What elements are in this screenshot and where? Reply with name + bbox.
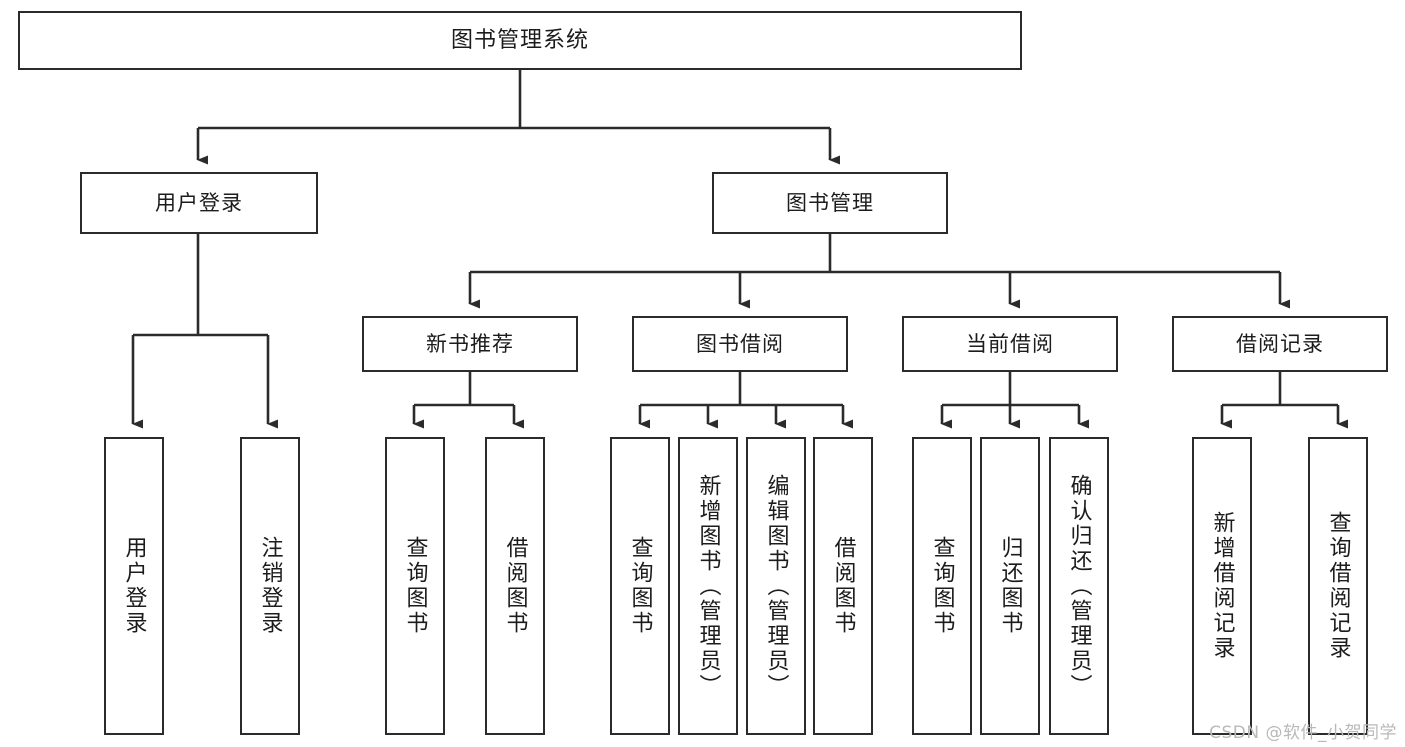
leaf-current-borrow-confirm-return-admin[interactable]: 确认归还（管理员） bbox=[1049, 437, 1109, 735]
node-label: 用户登录 bbox=[121, 536, 147, 636]
watermark-text: CSDN @软件_小贺同学 bbox=[1209, 723, 1397, 743]
leaf-book-borrow-add-book-admin[interactable]: 新增图书（管理员） bbox=[678, 437, 738, 735]
node-label: 借阅图书 bbox=[830, 536, 856, 636]
node-label: 借阅图书 bbox=[502, 536, 528, 636]
node-label: 注销登录 bbox=[257, 536, 283, 636]
node-label: 查询借阅记录 bbox=[1325, 511, 1351, 661]
leaf-new-book-query-book[interactable]: 查询图书 bbox=[385, 437, 445, 735]
node-label: 当前借阅 bbox=[966, 331, 1054, 356]
node-label: 编辑图书（管理员） bbox=[763, 473, 789, 699]
leaf-book-borrow-borrow-book[interactable]: 借阅图书 bbox=[813, 437, 873, 735]
leaf-new-book-borrow-book[interactable]: 借阅图书 bbox=[485, 437, 545, 735]
leaf-user-login-logout[interactable]: 注销登录 bbox=[240, 437, 300, 735]
node-label: 新增图书（管理员） bbox=[695, 473, 721, 699]
node-label: 确认归还（管理员） bbox=[1066, 473, 1092, 699]
node-label: 图书管理系统 bbox=[450, 27, 589, 53]
node-current-borrow[interactable]: 当前借阅 bbox=[902, 316, 1118, 372]
node-label: 新书推荐 bbox=[426, 331, 514, 356]
node-label: 查询图书 bbox=[627, 536, 653, 636]
node-label: 图书管理 bbox=[786, 190, 874, 215]
leaf-user-login-login[interactable]: 用户登录 bbox=[104, 437, 164, 735]
node-root-book-management-system[interactable]: 图书管理系统 bbox=[18, 11, 1022, 70]
leaf-current-borrow-query-book[interactable]: 查询图书 bbox=[912, 437, 972, 735]
node-label: 查询图书 bbox=[929, 536, 955, 636]
node-book-borrow[interactable]: 图书借阅 bbox=[632, 316, 848, 372]
node-label: 查询图书 bbox=[402, 536, 428, 636]
node-label: 归还图书 bbox=[997, 536, 1023, 636]
node-label: 借阅记录 bbox=[1236, 331, 1324, 356]
node-book-management[interactable]: 图书管理 bbox=[712, 172, 948, 234]
node-label: 新增借阅记录 bbox=[1209, 511, 1235, 661]
leaf-book-borrow-edit-book-admin[interactable]: 编辑图书（管理员） bbox=[746, 437, 806, 735]
leaf-borrow-record-query-record[interactable]: 查询借阅记录 bbox=[1308, 437, 1368, 735]
leaf-current-borrow-return-book[interactable]: 归还图书 bbox=[980, 437, 1040, 735]
node-borrow-record[interactable]: 借阅记录 bbox=[1172, 316, 1388, 372]
node-user-login[interactable]: 用户登录 bbox=[80, 172, 318, 234]
node-new-book-recommend[interactable]: 新书推荐 bbox=[362, 316, 578, 372]
node-label: 图书借阅 bbox=[696, 331, 784, 356]
leaf-book-borrow-query-book[interactable]: 查询图书 bbox=[610, 437, 670, 735]
node-label: 用户登录 bbox=[155, 190, 243, 215]
leaf-borrow-record-add-record[interactable]: 新增借阅记录 bbox=[1192, 437, 1252, 735]
